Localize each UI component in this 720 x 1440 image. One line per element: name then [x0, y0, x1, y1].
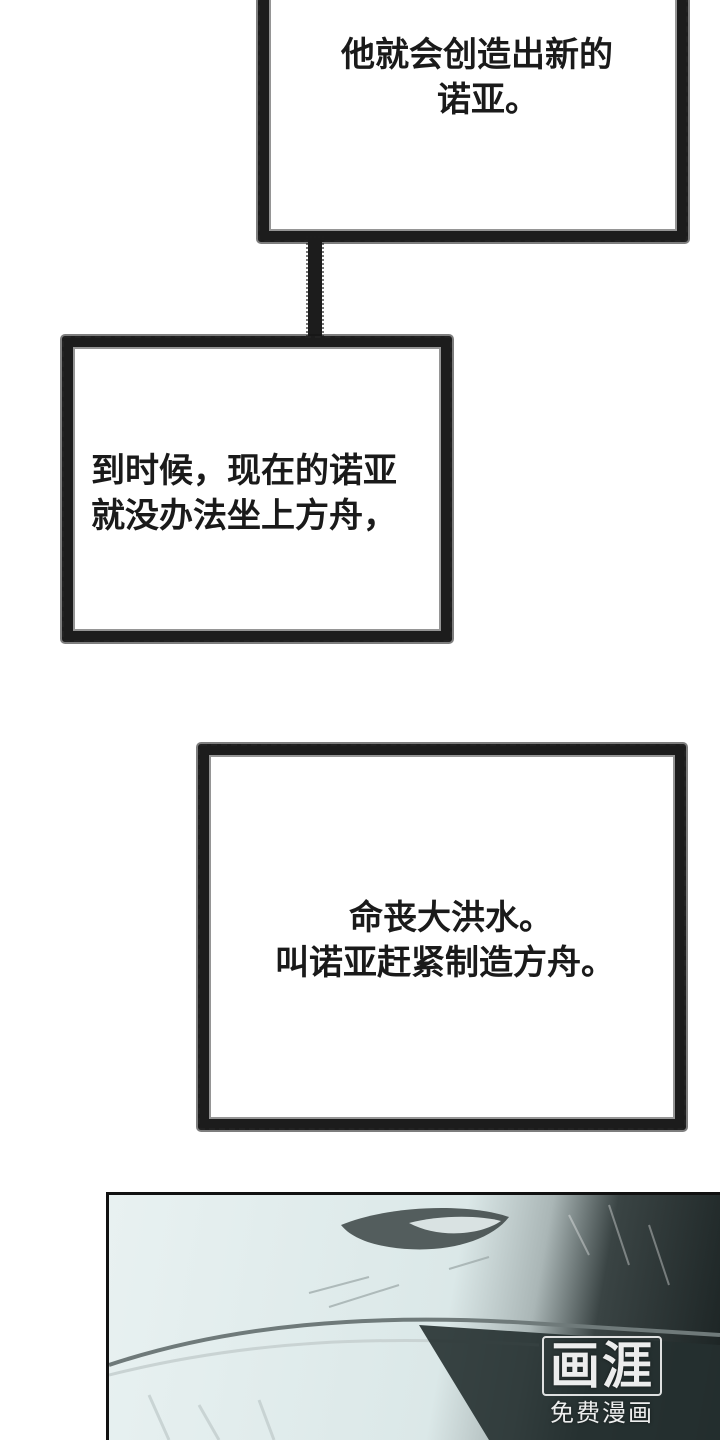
caption-line: 到时候，现在的诺亚	[91, 451, 397, 491]
caption-box-1: 他就会创造出新的 诺亚。	[258, 0, 688, 242]
watermark-logo: 画涯 免费漫画	[542, 1336, 662, 1430]
caption-line: 诺亚。	[437, 80, 539, 120]
panel-illustration	[109, 1204, 720, 1440]
watermark-logo-text: 画涯	[542, 1336, 662, 1396]
watermark-subtitle: 免费漫画	[550, 1399, 654, 1427]
caption-line: 他就会创造出新的	[341, 35, 613, 75]
caption-line: 叫诺亚赶紧制造方舟。	[275, 943, 615, 983]
caption-connector	[306, 236, 324, 345]
caption-line: 就没办法坐上方舟，	[91, 496, 397, 536]
comic-panel-artwork: 画涯 免费漫画	[106, 1192, 720, 1440]
caption-box-2: 到时候，现在的诺亚 就没办法坐上方舟，	[62, 336, 452, 642]
caption-box-3: 命丧大洪水。 叫诺亚赶紧制造方舟。	[198, 744, 686, 1130]
caption-line: 命丧大洪水。	[349, 898, 553, 938]
